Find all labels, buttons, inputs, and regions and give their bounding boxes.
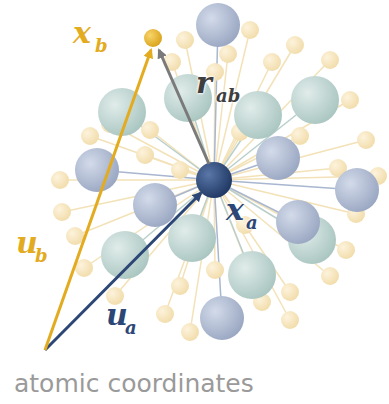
atom [171,161,189,179]
atom [66,227,84,245]
position-vector-b [45,50,151,350]
atom [200,296,244,340]
atom [228,251,276,299]
atom [256,136,300,180]
atom [219,45,237,63]
atom [206,261,224,279]
atom [141,121,159,139]
atom [196,3,240,47]
vector-symbol: u [106,300,128,330]
atom [136,146,154,164]
atom [357,131,375,149]
vector-subscript: b [95,37,108,55]
vector-subscript: a [246,214,258,232]
atom [321,51,339,69]
atom [321,267,339,285]
atom [286,36,304,54]
vector-symbol: u [16,228,38,258]
atom [291,76,339,124]
caption: atomic coordinates [14,371,254,396]
atom [281,283,299,301]
neighbor-atom [144,29,162,47]
atom [133,183,177,227]
atom [168,214,216,262]
atom [337,241,355,259]
central-atom [196,162,232,198]
atom [276,200,320,244]
vector-symbol: x [226,195,244,225]
vector-subscript: b [35,247,48,265]
atom [291,127,309,145]
atom [53,203,71,221]
atom [176,31,194,49]
atom [101,231,149,279]
atom [341,91,359,109]
atom [335,168,379,212]
atom [281,311,299,329]
atom [81,127,99,145]
vector-symbol: r [196,68,212,98]
atom [156,305,174,323]
atom [241,21,259,39]
vector-symbol: x [73,18,91,48]
vector-subscript: ab [216,87,240,105]
vector-subscript: a [125,319,137,337]
atom [234,91,282,139]
atom [171,277,189,295]
atom [263,53,281,71]
atom [181,323,199,341]
position-vector-a [45,193,201,350]
atom [51,171,69,189]
atom [75,148,119,192]
